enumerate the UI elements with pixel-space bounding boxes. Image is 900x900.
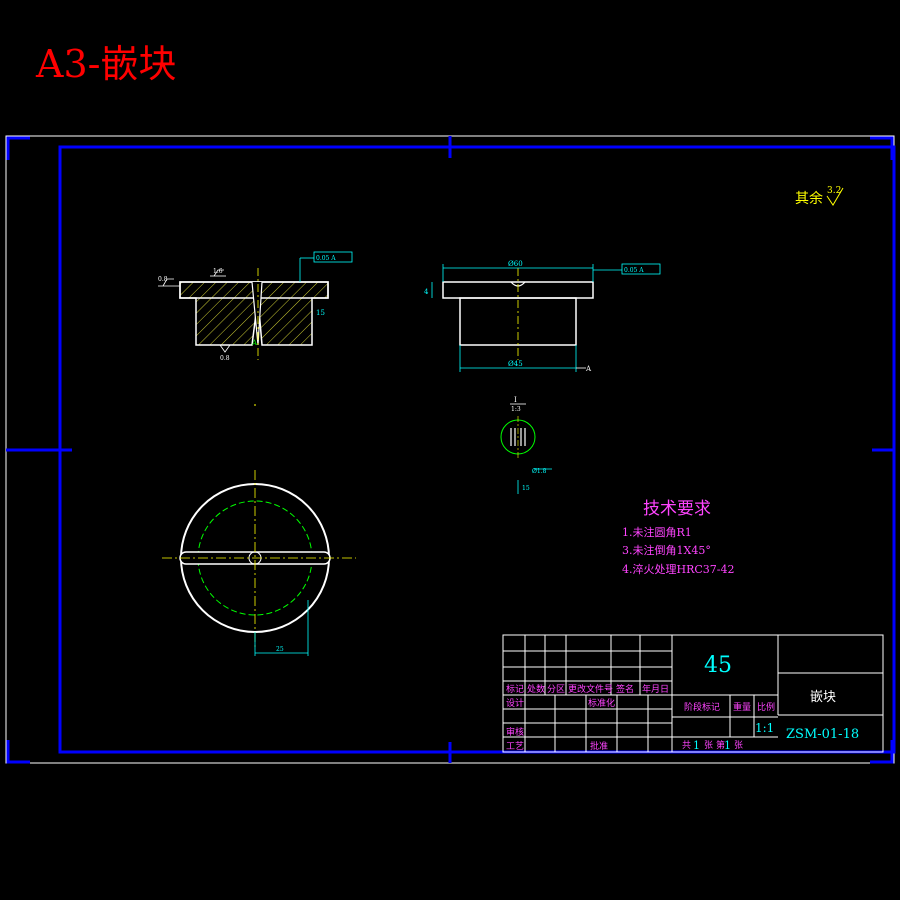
detail-view: I 1:3 Ø1.8 15 [500,396,552,494]
label-date: 年月日 [642,683,669,695]
side-left-height: 4 [424,288,429,296]
sheet-title: A3-嵌块 [35,42,176,86]
top-view: 25 [162,404,356,656]
detail-slot [510,428,526,446]
title-block [502,634,884,753]
centering-marks [6,136,894,764]
tech-item-3: 4.淬火处理HRC37-42 [622,562,735,576]
side-top-diameter: Ø60 [508,260,523,268]
label-review: 审核 [506,726,524,738]
label-weight: 重量 [733,701,751,713]
tech-item-2: 3.未注倒角1X45° [622,543,711,557]
label-zone: 分区 [547,684,565,695]
roughness-symbol-icon [826,187,844,206]
label-count: 处数 [527,683,545,695]
side-view: Ø60 Ø45 4 0.05 A A [424,260,661,373]
sheet-count: 1 [693,739,700,752]
part-name: 嵌块 [810,690,836,705]
side-bottom-diameter: Ø45 [508,360,523,368]
section-view: 0.8 1.6 0.8 0.05 A A 15 [158,251,353,362]
tech-item-1: 1.未注圆角R1 [622,525,692,539]
roughness-1: 0.8 [158,276,168,283]
roughness-2: 1.6 [213,268,223,275]
label-approve: 批准 [590,740,608,752]
label-sheets: 张 [704,740,713,751]
label-design: 设计 [506,697,524,709]
label-change-doc: 更改文件号 [568,683,613,695]
label-process: 工艺 [506,741,524,752]
side-tolerance-text: 0.05 A [624,267,644,274]
tech-requirements: 技术要求 1.未注圆角R1 3.未注倒角1X45° 4.淬火处理HRC37-42 [622,499,735,576]
scale-value: 1:1 [755,721,774,735]
section-tolerance-text: 0.05 A [316,255,336,262]
side-datum: A [585,365,592,373]
label-ratio: 比例 [757,701,775,713]
label-sign: 签名 [616,683,634,695]
detail-label: I [514,396,517,404]
detail-slot-width: Ø1.8 [532,468,547,475]
top-dimension: 25 [276,646,284,653]
sheet-index: 1 [724,739,731,752]
side-tolerance-frame [621,263,661,275]
label-mark: 标记 [506,683,524,695]
detail-scale: 1:3 [511,406,521,413]
label-sheet-no: 第 [716,739,725,751]
drawing-number: ZSM-01-18 [786,727,859,742]
label-total: 共 [682,740,691,751]
roughness-3: 0.8 [220,355,230,362]
tech-title: 技术要求 [643,499,711,519]
material: 45 [704,653,732,678]
detail-depth: 15 [522,485,530,492]
label-sheet: 张 [734,740,743,751]
surface-note-value: 3.2 [827,186,841,196]
label-standardize: 标准化 [588,697,615,709]
label-stage-mark: 阶段标记 [684,701,720,713]
section-thickness: 15 [316,309,325,317]
surface-roughness-note: 其余 3.2 [795,186,844,207]
section-tolerance-frame [313,251,353,263]
title-block-text: 45 嵌块 ZSM-01-18 1:1 标记 处数 分区 更改文件号 签名 年月… [506,653,859,752]
section-datum: A [251,339,258,347]
surface-note-label: 其余 [795,190,823,207]
